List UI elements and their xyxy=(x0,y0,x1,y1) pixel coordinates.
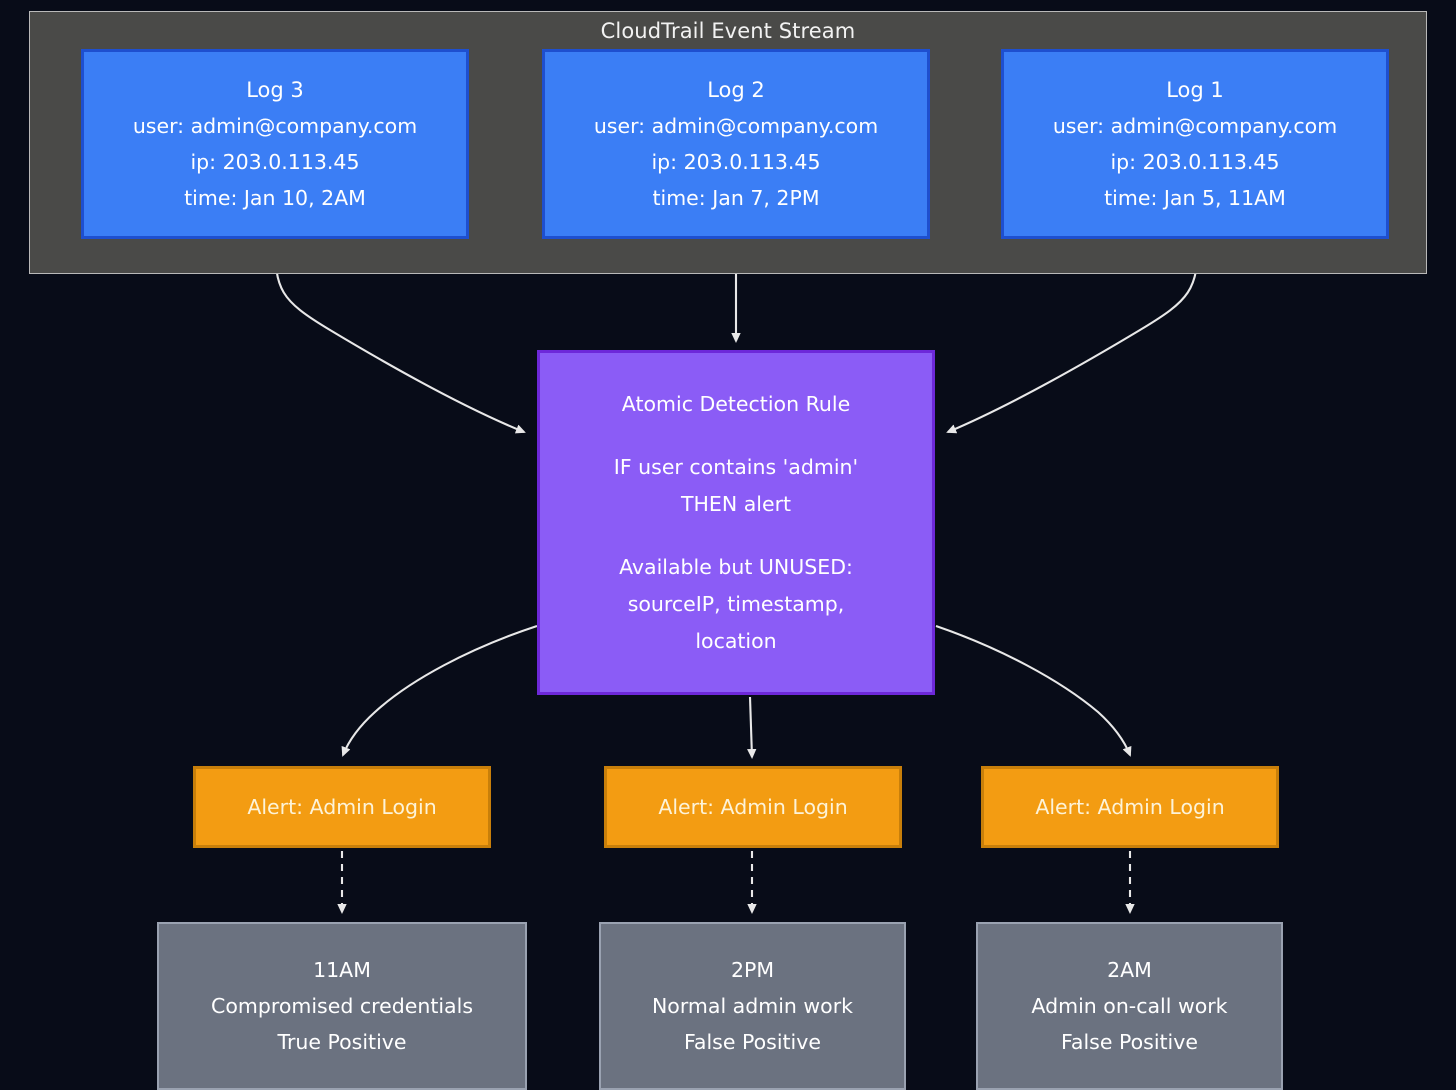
edge-rule-to-alert1 xyxy=(341,625,538,757)
cluster-title: CloudTrail Event Stream xyxy=(600,19,856,43)
rule-condition-line2: THEN alert xyxy=(680,491,792,516)
log3-title: Log 3 xyxy=(246,78,304,102)
alert-node-1[interactable]: Alert: Admin Login xyxy=(193,766,491,848)
rule-unused-line1: sourceIP, timestamp, xyxy=(627,591,845,616)
log3-time: time: Jan 10, 2AM xyxy=(184,186,366,210)
log2-ip: ip: 203.0.113.45 xyxy=(651,150,821,174)
edge-rule-to-alert2 xyxy=(747,696,757,759)
log2-title: Log 2 xyxy=(707,78,765,102)
outcome-3-verdict: False Positive xyxy=(1060,1030,1198,1054)
rule-condition-line1: IF user contains 'admin' xyxy=(613,454,859,479)
outcome-node-1[interactable]: 11AM Compromised credentials True Positi… xyxy=(157,922,527,1090)
log2-time: time: Jan 7, 2PM xyxy=(652,186,820,210)
log2-user: user: admin@company.com xyxy=(593,114,879,138)
outcome-1-time: 11AM xyxy=(313,958,371,982)
edge-rule-to-alert3 xyxy=(935,625,1132,757)
outcome-1-verdict: True Positive xyxy=(277,1030,407,1054)
alert-node-2[interactable]: Alert: Admin Login xyxy=(604,766,902,848)
rule-unused-line2: location xyxy=(695,628,777,653)
alert-node-3[interactable]: Alert: Admin Login xyxy=(981,766,1279,848)
alert-3-label: Alert: Admin Login xyxy=(1035,795,1225,819)
rule-unused-header: Available but UNUSED: xyxy=(619,554,853,579)
rule-title: Atomic Detection Rule xyxy=(621,391,851,416)
outcome-1-description: Compromised credentials xyxy=(211,994,473,1018)
log-node-log1[interactable]: Log 1 user: admin@company.com ip: 203.0.… xyxy=(1001,49,1389,239)
outcome-2-description: Normal admin work xyxy=(651,994,854,1018)
log3-ip: ip: 203.0.113.45 xyxy=(190,150,360,174)
alert-1-label: Alert: Admin Login xyxy=(247,795,437,819)
outcome-2-time: 2PM xyxy=(730,958,775,982)
alert-2-label: Alert: Admin Login xyxy=(658,795,848,819)
log3-user: user: admin@company.com xyxy=(132,114,418,138)
outcome-3-description: Admin on-call work xyxy=(1031,994,1228,1018)
log1-time: time: Jan 5, 11AM xyxy=(1104,186,1286,210)
outcome-node-2[interactable]: 2PM Normal admin work False Positive xyxy=(599,922,906,1090)
atomic-detection-rule-node[interactable]: Atomic Detection Rule IF user contains '… xyxy=(537,350,935,695)
log-node-log3[interactable]: Log 3 user: admin@company.com ip: 203.0.… xyxy=(81,49,469,239)
outcome-3-time: 2AM xyxy=(1107,958,1152,982)
log1-title: Log 1 xyxy=(1166,78,1224,102)
log-node-log2[interactable]: Log 2 user: admin@company.com ip: 203.0.… xyxy=(542,49,930,239)
log1-user: user: admin@company.com xyxy=(1052,114,1338,138)
outcome-node-3[interactable]: 2AM Admin on-call work False Positive xyxy=(976,922,1283,1090)
log1-ip: ip: 203.0.113.45 xyxy=(1110,150,1280,174)
outcome-2-verdict: False Positive xyxy=(683,1030,821,1054)
